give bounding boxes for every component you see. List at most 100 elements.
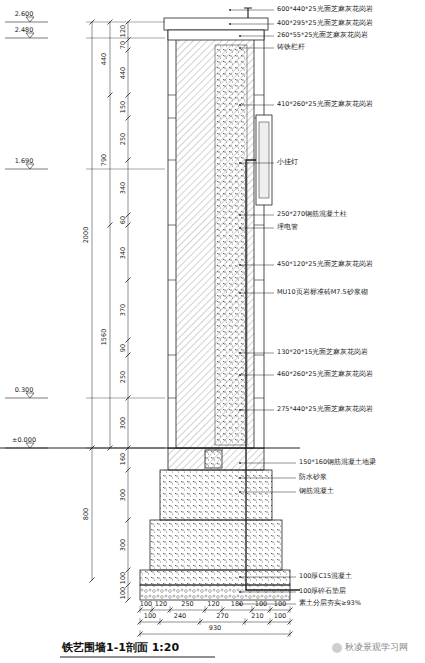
leader-dot [239,264,241,266]
joint [254,355,264,356]
extension-line [222,606,223,613]
watermark-icon [332,643,342,653]
ground-beam [168,448,264,470]
callout-text: 410*260*25光面芝麻灰花岗岩 [277,101,373,108]
elevation-line [5,22,48,23]
callout-text: MU10页岩标准砖M7.5砂浆砌 [277,289,368,296]
wall-lamp-glass [259,122,269,198]
iron-post [247,8,248,18]
leader-line [240,228,274,229]
dimension-tick [108,223,113,228]
callout-text: 小挂灯 [277,159,298,166]
extension-line [245,618,246,625]
dimension-tick [126,396,131,401]
dimension-text: 70 [120,41,127,49]
joint [168,118,176,119]
callout-text: 防水砂浆 [299,474,327,481]
leader-dot [239,214,241,216]
cap-stone-lower [168,30,264,40]
gravel-bed [140,585,290,600]
extension-line [290,630,291,637]
iron-post [244,8,252,9]
joint [168,160,176,161]
dimension-text: 930 [209,625,221,632]
joint [254,280,264,281]
dimension-text: 1560 [101,328,108,345]
dimension-text: 250 [120,133,127,145]
leader-line [230,24,274,25]
joint [168,355,176,356]
leader-dot [239,162,241,164]
leader-line [240,36,274,37]
dimension-tick [90,446,95,451]
dimension-text: 300 [120,489,127,501]
footing-step [160,470,272,520]
dimension-text: 250 [181,601,193,608]
leader-dot [239,104,241,106]
stone-cladding [168,30,264,448]
callout-text: 250*270钢筋混凝土柱 [277,211,347,218]
extension-line [86,22,165,23]
callout-text: 460*260*25光面芝麻灰花岗岩 [277,371,373,378]
callout-text: 铸铁栏杆 [277,44,305,51]
dimension-tick [126,158,131,163]
extension-line [86,169,165,170]
extension-line [140,618,141,625]
elevation-line [5,448,48,449]
extension-line [290,606,291,613]
dimension-text: 120 [155,601,167,608]
extension-line [140,630,141,637]
dimension-tick [126,518,131,523]
beam-core [205,450,222,468]
callout-text: 600*440*25光面芝麻灰花岗岩 [277,6,373,13]
leader-dot [239,576,241,578]
extension-line [86,448,165,449]
dimension-line [140,610,290,611]
dimension-text: 100 [140,601,152,608]
wall-lamp [256,115,272,205]
concrete-bed [140,570,290,585]
joint [168,398,176,399]
dimension-tick [126,446,131,451]
dimension-tick [108,446,113,451]
dimension-text: 100 [144,613,156,620]
elevation-text: 2.480 [15,27,34,34]
dimension-text: 100 [274,601,286,608]
callout-text: 钢筋混凝土 [299,488,334,495]
watermark: 秋凌景观学习网 [345,643,408,653]
dimension-tick [126,93,131,98]
footing-base [150,520,282,570]
leader-dot [239,35,241,37]
ground-line [0,448,300,449]
leader-dot [239,374,241,376]
extension-line [270,618,271,625]
extension-line [270,606,271,613]
extension-line [86,38,165,39]
leader-line [240,48,274,49]
dimension-tick [90,578,95,583]
dimension-text: 90 [120,343,127,351]
callout-text: 450*120*25光面芝麻灰花岗岩 [277,261,373,268]
dimension-text: 150 [120,100,127,112]
dimension-tick [90,20,95,25]
dimension-text: 300 [120,539,127,551]
leader-line [240,492,296,493]
callout-text: 275*440*25光面芝麻灰花岗岩 [277,406,373,413]
dimension-text: 60 [120,216,127,224]
leader-dot [239,409,241,411]
callout-text: 130*20*15光面芝麻灰花岗岩 [277,349,368,356]
callout-text: 100厚C15混凝土 [299,573,352,580]
leader-dot [239,352,241,354]
leader-dot [239,491,241,493]
dimension-tick [108,93,113,98]
dimension-line [92,22,93,580]
dimension-tick [108,20,113,25]
extension-line [160,618,161,625]
elevation-text: 2.600 [15,11,34,18]
joint [168,225,176,226]
extension-line [86,398,165,399]
dimension-text: 120 [207,601,219,608]
dimension-text: 440 [101,52,108,64]
extension-line [252,606,253,613]
